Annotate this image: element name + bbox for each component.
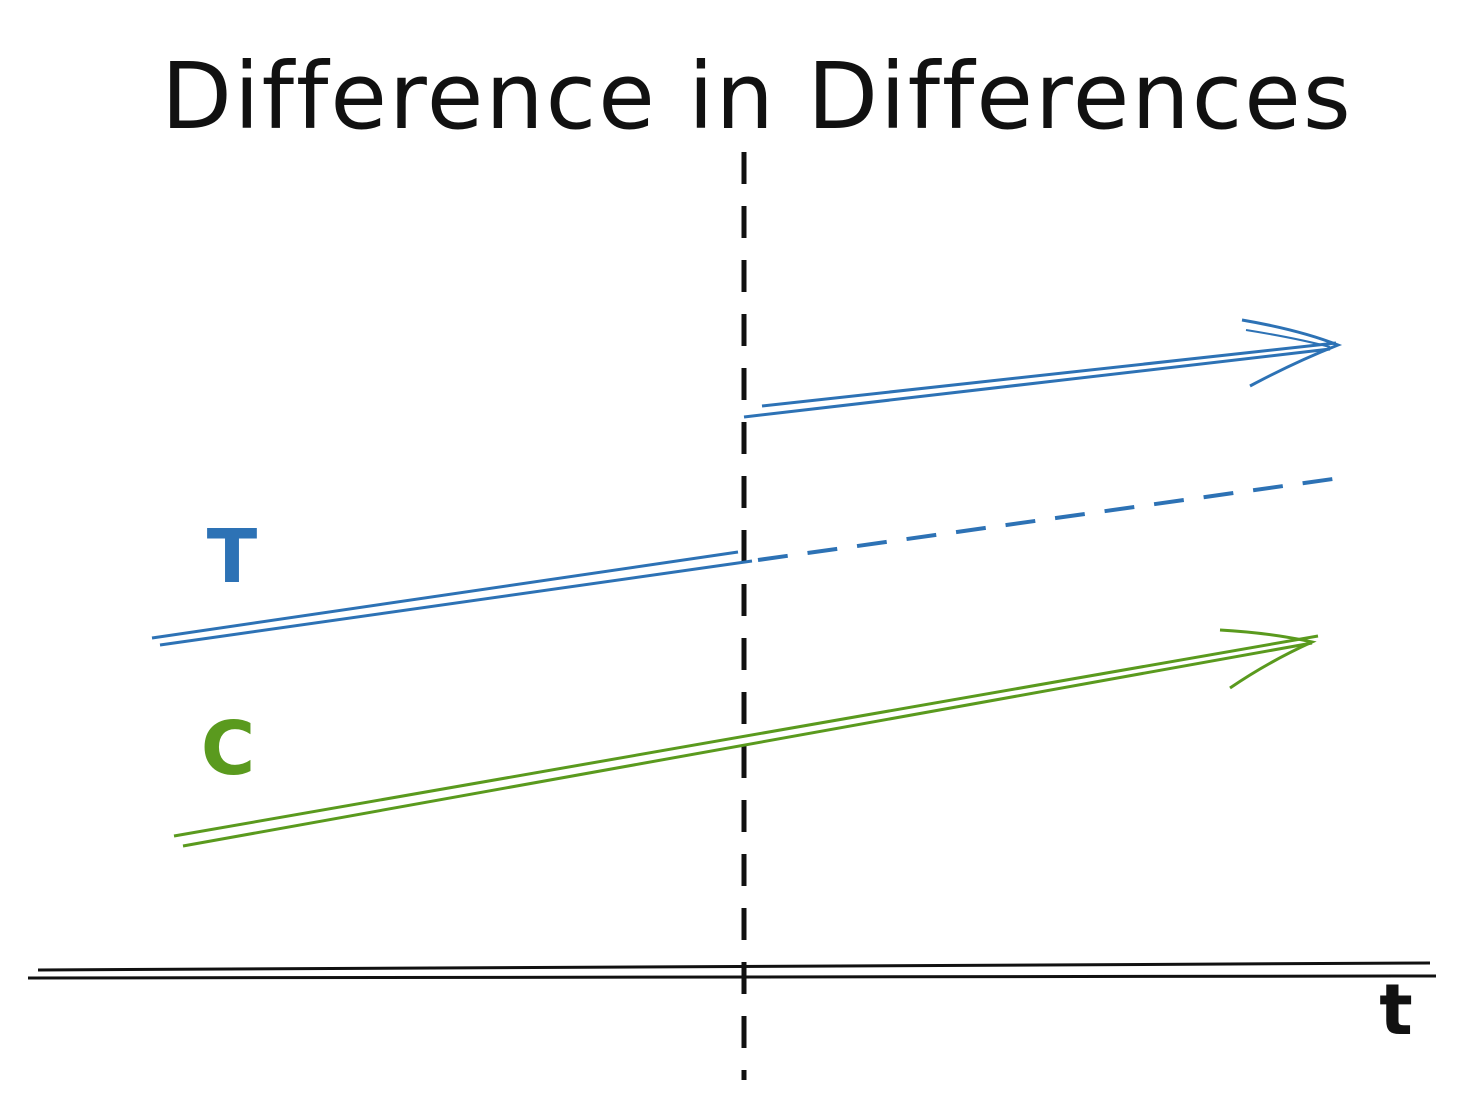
- control-trend-arrow: [173, 628, 1319, 848]
- treatment-post-arrow: [743, 318, 1343, 419]
- treatment-label: T: [207, 514, 258, 600]
- treatment-pre-line: [151, 550, 753, 647]
- control-label: C: [201, 706, 255, 792]
- time-axis-label: t: [1379, 969, 1412, 1051]
- treatment-counterfactual-line: [757, 476, 1341, 562]
- time-axis: [27, 961, 1437, 980]
- diagram-title: Difference in Differences: [161, 43, 1353, 150]
